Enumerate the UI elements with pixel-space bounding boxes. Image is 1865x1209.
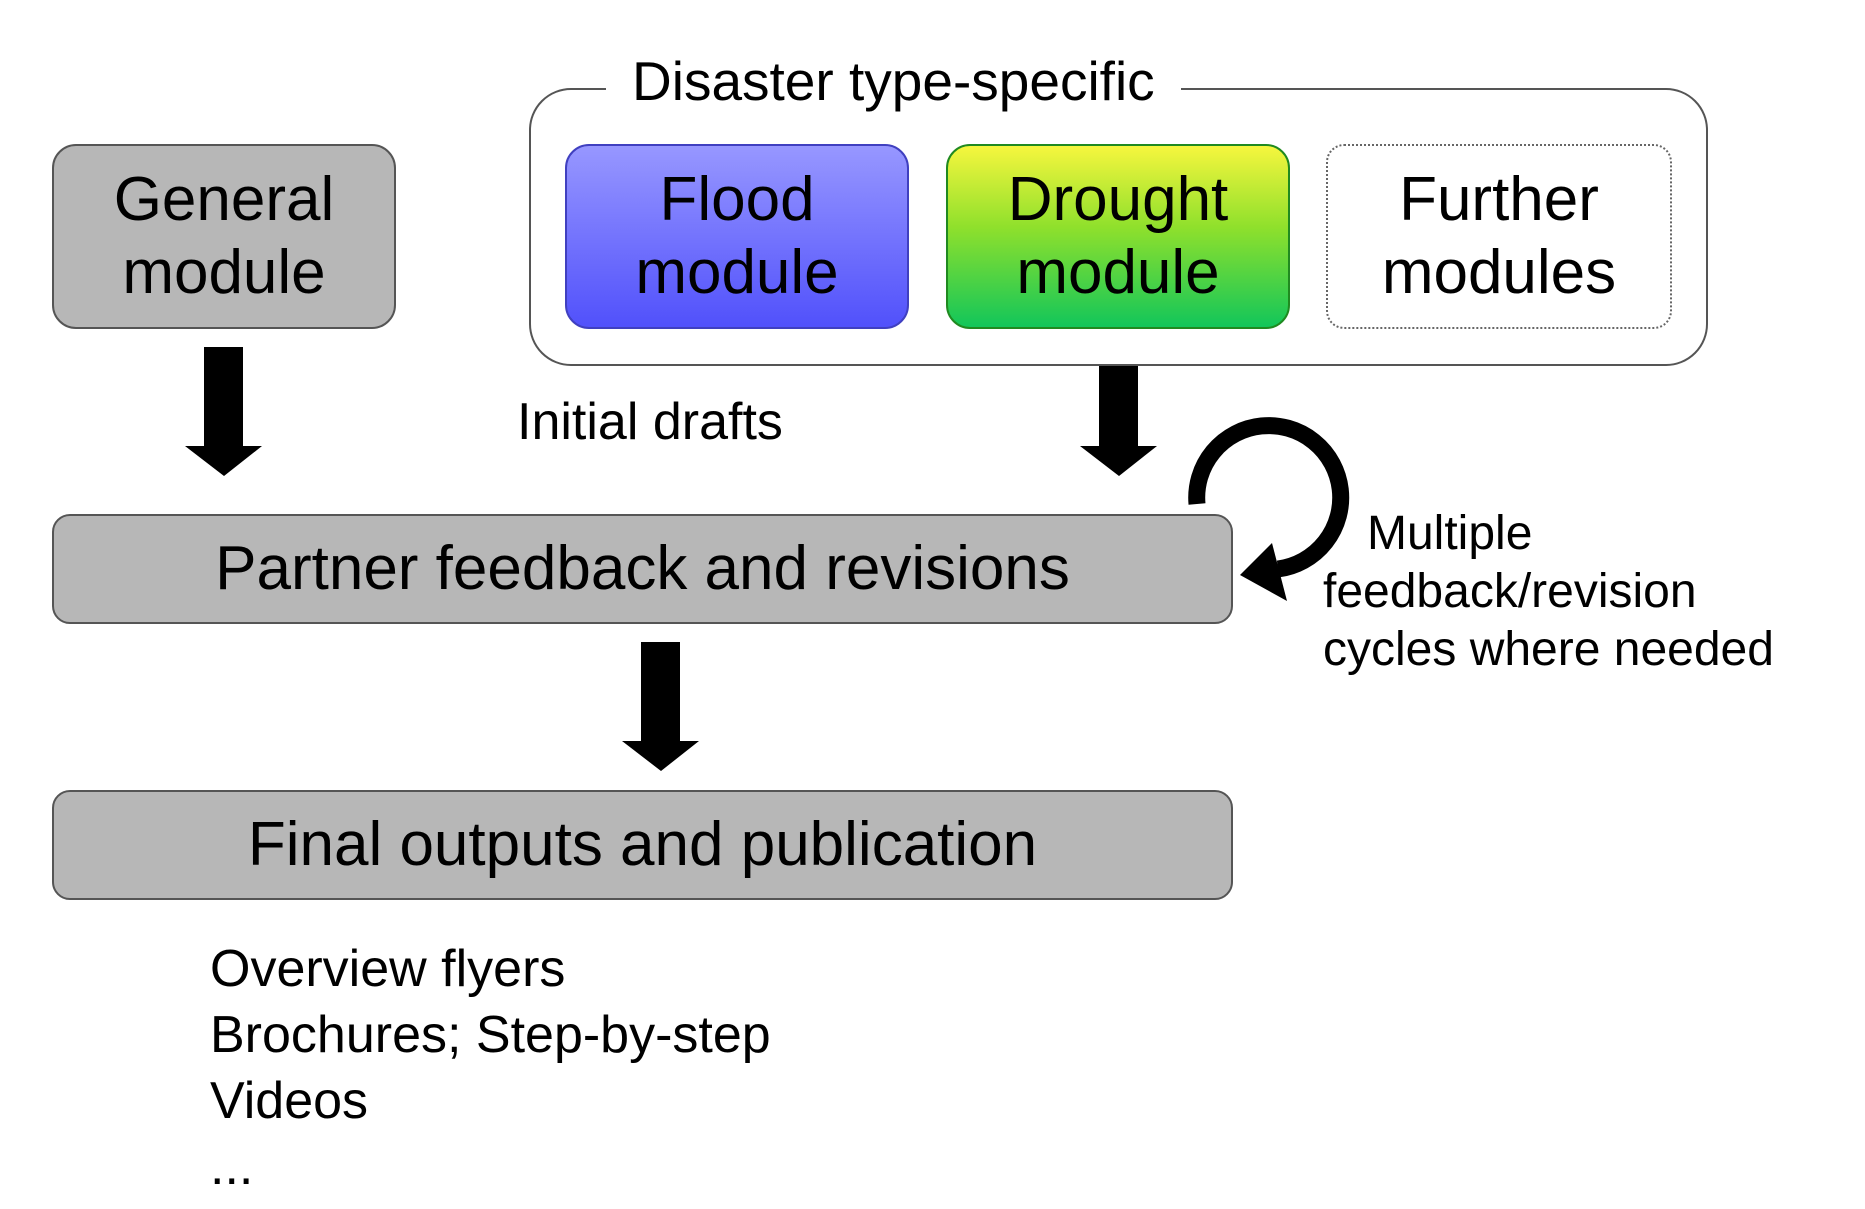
output-item: Videos: [210, 1072, 369, 1130]
arrow-feedback-to-final: [622, 642, 699, 771]
outputs-list: Overview flyers Brochures; Step-by-step …: [210, 936, 771, 1200]
final-outputs-box: Final outputs and publication: [52, 790, 1233, 900]
further-modules-label: Further modules: [1381, 164, 1617, 307]
cycle-note: Multiple feedback/revision cycles where …: [1323, 505, 1774, 679]
group-title: Disaster type-specific: [606, 54, 1181, 109]
partner-feedback-label: Partner feedback and revisions: [215, 533, 1070, 603]
cycle-note-line-1: Multiple: [1367, 507, 1533, 560]
drought-module-box: Drought module: [946, 144, 1290, 329]
general-module-label: General module: [113, 164, 335, 307]
further-modules-box: Further modules: [1326, 144, 1672, 329]
output-item: ...: [210, 1138, 254, 1196]
cycle-note-line-3: cycles where needed: [1323, 623, 1774, 676]
final-outputs-label: Final outputs and publication: [247, 809, 1038, 879]
initial-drafts-label: Initial drafts: [517, 393, 783, 451]
output-item: Brochures; Step-by-step: [210, 1006, 771, 1064]
cycle-arrow-loop: [1188, 417, 1350, 578]
general-module-box: General module: [52, 144, 396, 329]
drought-module-label: Drought module: [1007, 164, 1229, 307]
cycle-arrow-head: [1240, 543, 1287, 601]
arrow-general-to-feedback: [185, 347, 262, 476]
flood-module-box: Flood module: [565, 144, 909, 329]
output-item: Overview flyers: [210, 940, 566, 998]
flood-module-label: Flood module: [635, 164, 839, 307]
partner-feedback-box: Partner feedback and revisions: [52, 514, 1233, 624]
cycle-note-line-2: feedback/revision: [1323, 565, 1697, 618]
arrow-modules-to-feedback: [1080, 366, 1157, 476]
